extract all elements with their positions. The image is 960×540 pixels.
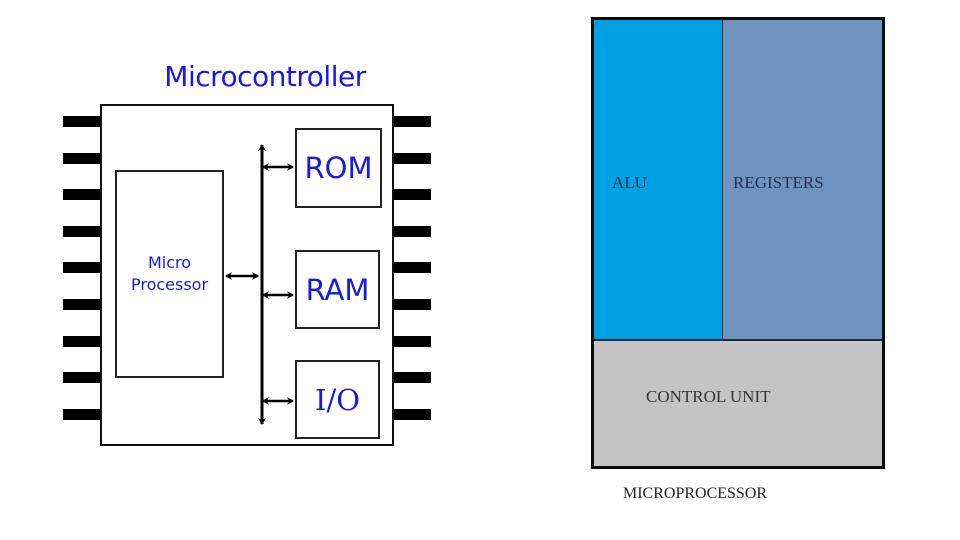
pin-right xyxy=(393,226,431,237)
pin-right xyxy=(393,153,431,164)
pin-left xyxy=(63,372,101,383)
pin-left xyxy=(63,189,101,200)
pin-right xyxy=(393,372,431,383)
alu-label: ALU xyxy=(612,173,647,192)
microprocessor-label-line1: Micro xyxy=(147,253,192,272)
microprocessor-block: Micro Processor xyxy=(115,170,224,378)
registers-section: REGISTERS xyxy=(723,20,882,340)
ram-label: RAM xyxy=(305,272,370,307)
pin-left xyxy=(63,336,101,347)
pin-left xyxy=(63,299,101,310)
ram-block: RAM xyxy=(295,250,380,329)
alu-section: ALU xyxy=(594,20,723,340)
pin-right xyxy=(393,336,431,347)
rom-block: ROM xyxy=(295,128,382,208)
pin-left xyxy=(63,226,101,237)
rom-label: ROM xyxy=(304,151,373,185)
pin-right xyxy=(393,299,431,310)
pin-left xyxy=(63,153,101,164)
pin-left xyxy=(63,116,101,127)
io-block: I/O xyxy=(295,360,380,439)
pin-left xyxy=(63,262,101,273)
pin-right xyxy=(393,409,431,420)
microcontroller-title: Microcontroller xyxy=(164,60,366,93)
section-divider xyxy=(594,339,882,341)
pin-right xyxy=(393,116,431,127)
microprocessor-label-line2: Processor xyxy=(130,275,209,294)
pin-right xyxy=(393,262,431,273)
registers-label: REGISTERS xyxy=(733,173,824,192)
control-unit-label: CONTROL UNIT xyxy=(646,387,771,406)
io-label: I/O xyxy=(314,382,360,417)
pin-right xyxy=(393,189,431,200)
pin-left xyxy=(63,409,101,420)
microprocessor-caption: MICROPROCESSOR xyxy=(623,485,768,502)
